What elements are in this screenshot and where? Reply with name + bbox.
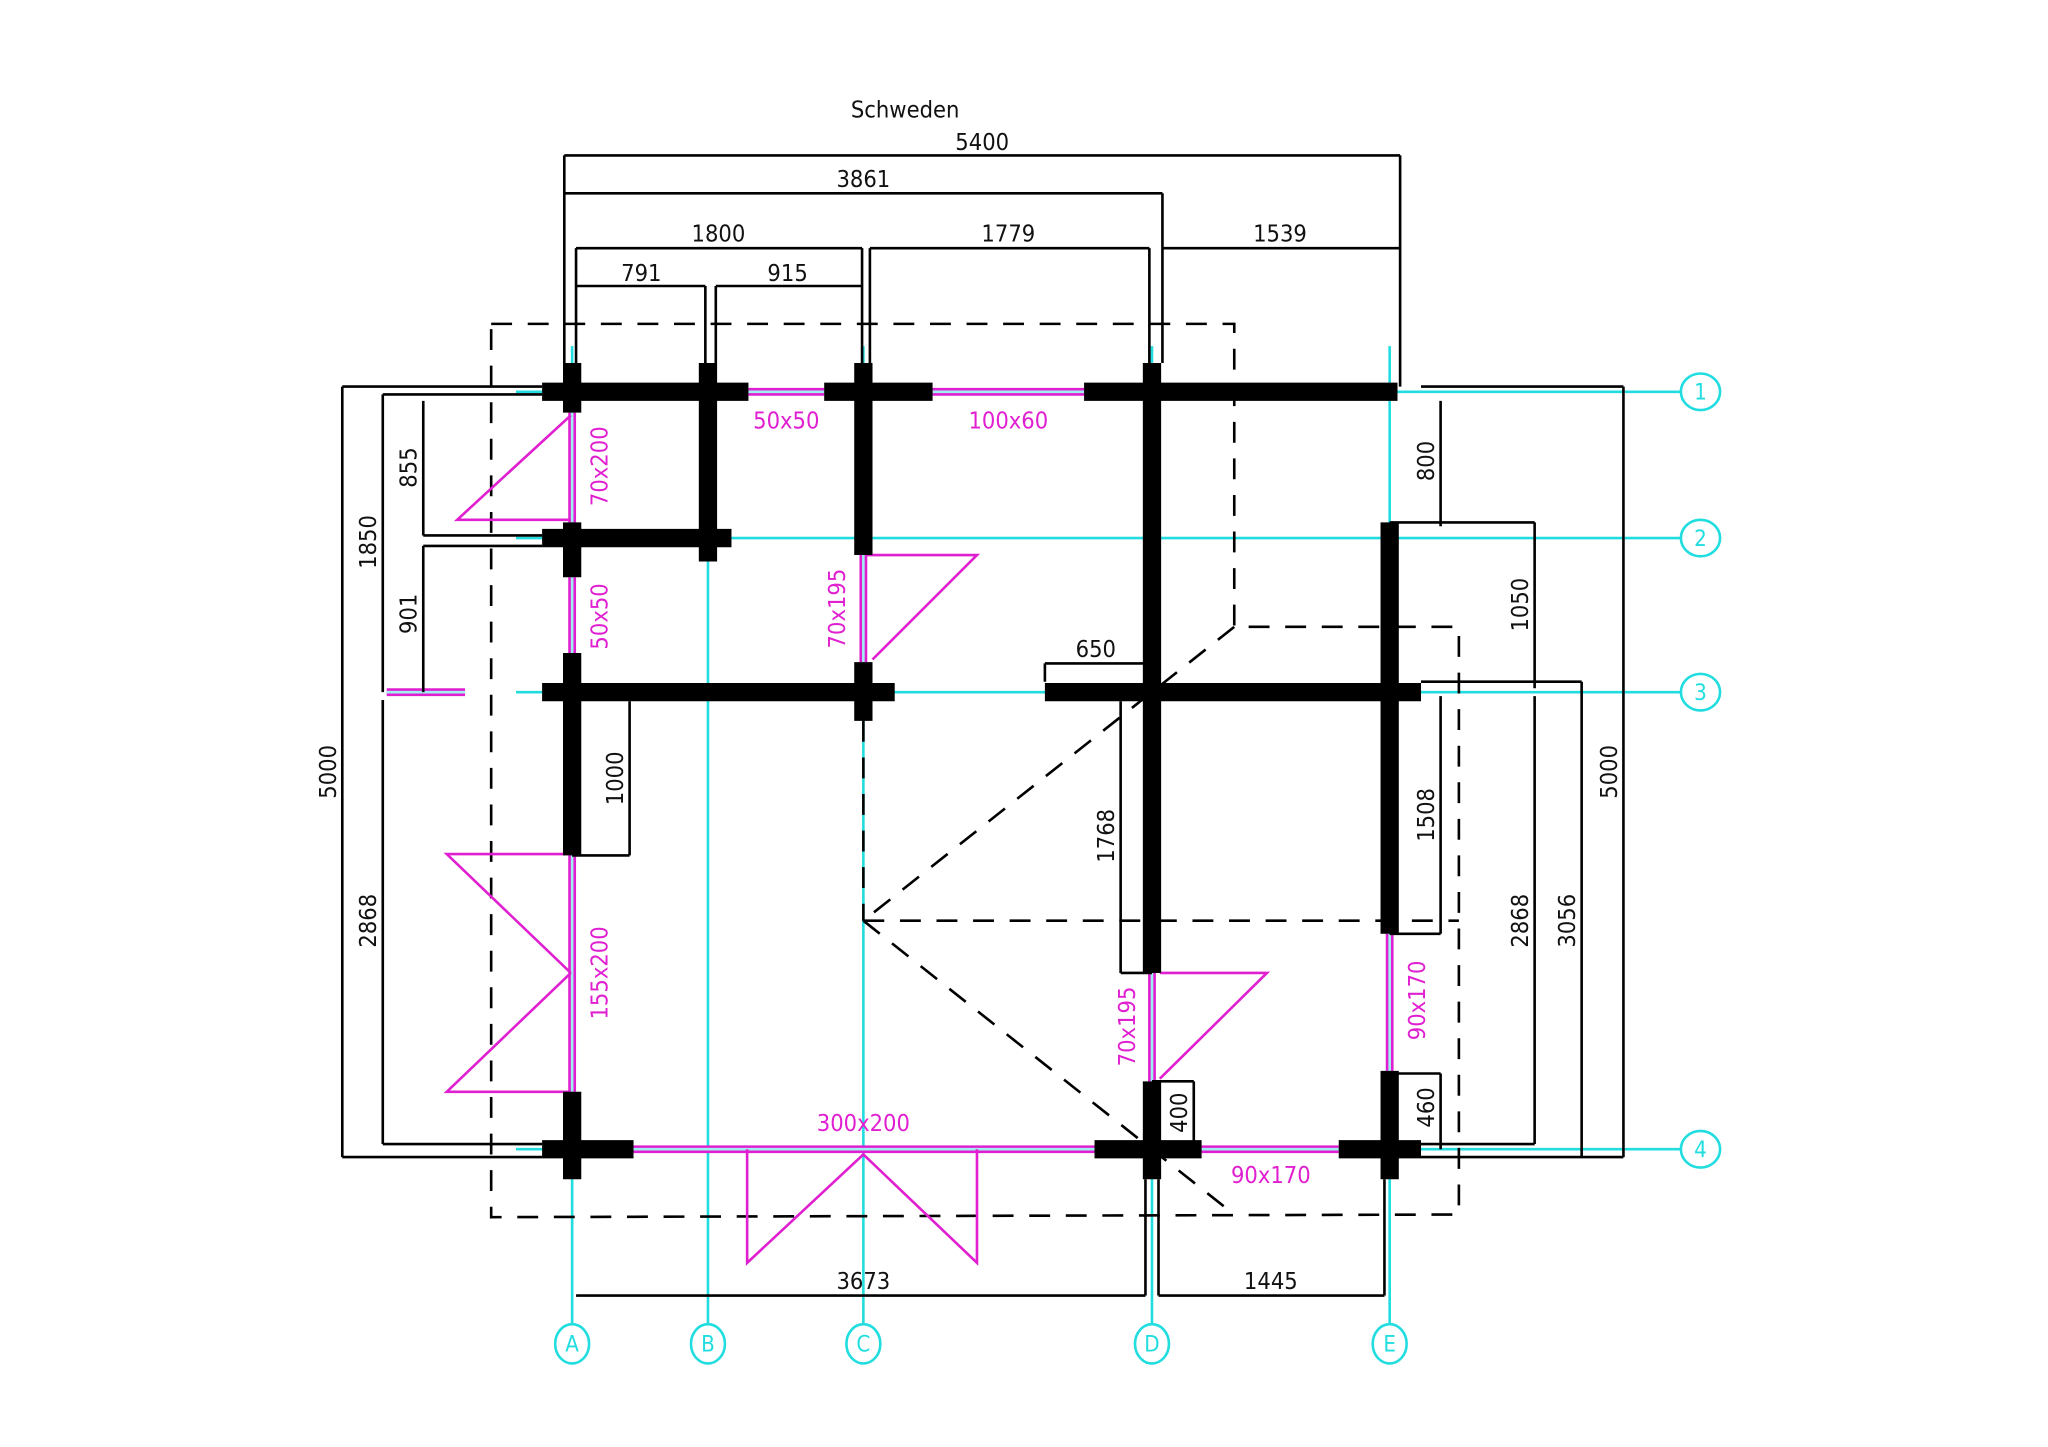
grid-label-3: 3	[1694, 680, 1707, 706]
grid-bubble-a: A	[553, 1322, 591, 1365]
dim-3673: 3673	[836, 1267, 890, 1295]
dim-460: 460	[1412, 1087, 1440, 1127]
grid-label-4: 4	[1694, 1137, 1707, 1163]
dim-800: 800	[1412, 441, 1440, 481]
grid-label-a: A	[565, 1332, 579, 1358]
label-door-70x200: 70x200	[585, 426, 613, 506]
drawing-title: Schweden	[851, 96, 960, 124]
dim-650: 650	[1076, 635, 1116, 663]
label-window-90x170-bottom: 90x170	[1231, 1161, 1311, 1189]
label-door-70x195-c: 70x195	[823, 569, 851, 649]
door-swings	[443, 414, 1271, 1266]
grid-label-2: 2	[1694, 526, 1707, 552]
dim-2868-right: 2868	[1506, 894, 1534, 948]
dim-855: 855	[395, 447, 423, 487]
dim-1779: 1779	[981, 220, 1035, 248]
walls	[542, 363, 1422, 1180]
grid-bubble-4: 4	[1679, 1129, 1722, 1169]
grid-bubble-b: B	[689, 1322, 727, 1365]
grid-label-b: B	[701, 1332, 715, 1358]
grid-bubble-2: 2	[1679, 518, 1722, 558]
dimension-labels: 5400 3861 1800 1779 1539 791 915 3673 14…	[314, 128, 1623, 1295]
dim-901: 901	[395, 594, 423, 634]
label-window-100x60: 100x60	[968, 406, 1048, 434]
grid-bubbles: A B C D E 1 2 3 4	[553, 372, 1722, 1365]
dim-5000-left: 5000	[314, 745, 342, 799]
dimension-lines	[340, 154, 1625, 1297]
grid-label-1: 1	[1694, 380, 1707, 406]
roof-outline	[489, 322, 1461, 1219]
label-window-50x50-left: 50x50	[585, 583, 613, 649]
dim-1050: 1050	[1506, 578, 1534, 632]
grid-label-c: C	[856, 1332, 870, 1358]
dim-400: 400	[1165, 1092, 1193, 1132]
dim-5000-right: 5000	[1595, 745, 1623, 799]
dim-1000: 1000	[601, 751, 629, 805]
openings	[386, 387, 1394, 1154]
opening-labels: 50x50 100x60 70x200 50x50 70x195 155x200…	[585, 406, 1431, 1189]
dim-1445: 1445	[1244, 1267, 1298, 1295]
grid-bubble-e: E	[1371, 1322, 1408, 1365]
grid-bubble-3: 3	[1679, 672, 1722, 712]
dim-1800: 1800	[692, 220, 746, 248]
label-window-50x50-top: 50x50	[753, 406, 819, 434]
dim-1539: 1539	[1253, 220, 1307, 248]
dim-2868-left: 2868	[354, 894, 382, 948]
dim-1508: 1508	[1412, 788, 1440, 842]
grid-bubble-1: 1	[1679, 372, 1722, 412]
grid-bubble-c: C	[845, 1322, 882, 1365]
dim-3861: 3861	[836, 165, 890, 193]
dim-5400: 5400	[955, 128, 1009, 156]
grid-bubble-d: D	[1133, 1322, 1171, 1365]
grid-label-d: D	[1144, 1332, 1159, 1358]
dim-3056: 3056	[1553, 894, 1581, 948]
label-window-90x170-right: 90x170	[1403, 960, 1431, 1040]
grid-label-e: E	[1383, 1332, 1396, 1358]
dim-1850: 1850	[354, 515, 382, 569]
dim-915: 915	[767, 259, 807, 287]
label-door-155x200: 155x200	[585, 926, 613, 1019]
label-door-70x195-d: 70x195	[1113, 987, 1141, 1067]
dim-791: 791	[621, 259, 661, 287]
dim-1768: 1768	[1092, 809, 1120, 863]
label-door-300x200: 300x200	[817, 1109, 910, 1137]
